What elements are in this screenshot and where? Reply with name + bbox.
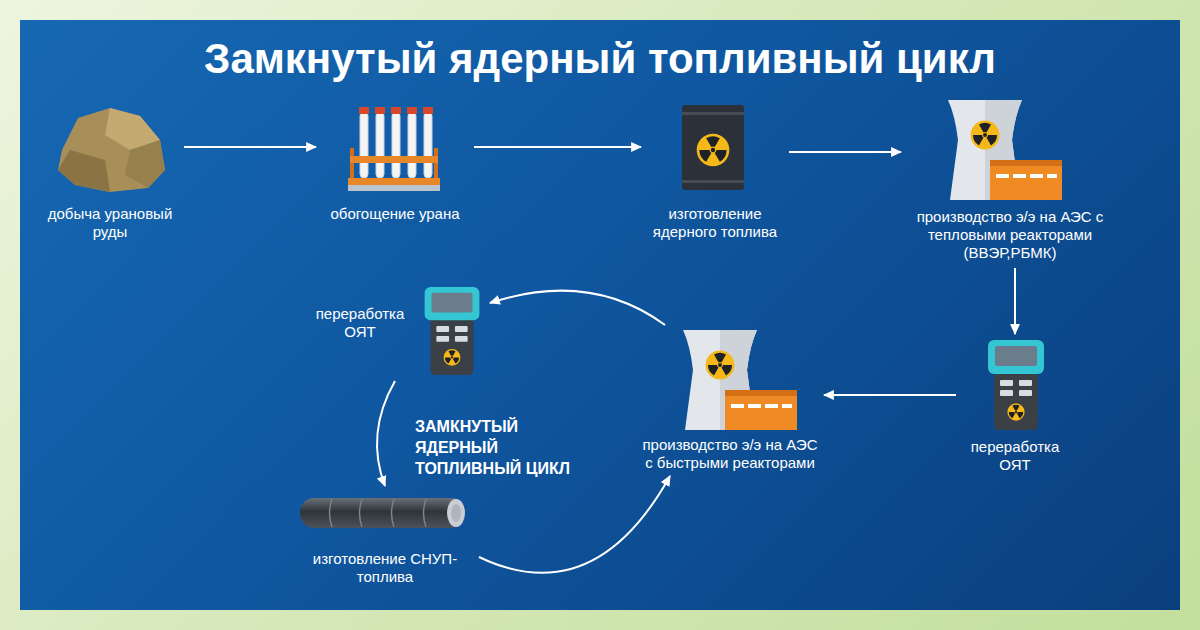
reprocessing-device	[425, 287, 480, 375]
flow-arrow	[824, 394, 956, 396]
step-label: производство э/э на АЭС с тепловыми реак…	[905, 208, 1115, 262]
reprocessing-device	[988, 340, 1044, 430]
step-label: добыча урановый руды	[40, 205, 180, 241]
flow-arrow	[479, 476, 670, 573]
test-tubes	[348, 107, 440, 191]
fuel-rod	[300, 498, 465, 528]
process-step: переработка ОЯТ	[300, 285, 485, 377]
ore-rock	[58, 108, 165, 192]
process-step: переработка ОЯТ	[960, 338, 1070, 474]
flow-arrow	[490, 291, 665, 325]
flow-arrow	[184, 146, 316, 148]
process-step: добыча урановый руды	[40, 105, 180, 241]
step-label: переработка ОЯТ	[960, 438, 1070, 474]
step-label: производство э/э на АЭС с быстрыми реакт…	[640, 436, 820, 472]
process-step: изготовление ядерного топлива	[645, 105, 785, 241]
step-label: переработка ОЯТ	[300, 305, 420, 341]
diagram-title: Замкнутый ядерный топливный цикл	[0, 36, 1200, 82]
process-step: производство э/э на АЭС с тепловыми реак…	[905, 100, 1115, 262]
step-label: изготовление СНУП-топлива	[295, 550, 475, 586]
flow-arrow	[1014, 268, 1016, 334]
step-label: обогощение урана	[320, 205, 470, 223]
process-step: производство э/э на АЭС с быстрыми реакт…	[640, 328, 820, 472]
npp-icon	[948, 100, 1062, 200]
flow-arrow	[789, 151, 901, 153]
step-label: изготовление ядерного топлива	[645, 205, 785, 241]
process-step: изготовление СНУП-топлива	[295, 490, 475, 586]
process-step: обогощение урана	[320, 105, 470, 223]
flow-arrow	[377, 381, 395, 486]
cycle-caption: ЗАМКНУТЫЙ ЯДЕРНЫЙ ТОПЛИВНЫЙ ЦИКЛ	[415, 416, 587, 479]
fuel-barrel	[682, 105, 744, 190]
npp-icon	[683, 330, 797, 430]
flow-arrow	[474, 146, 641, 148]
